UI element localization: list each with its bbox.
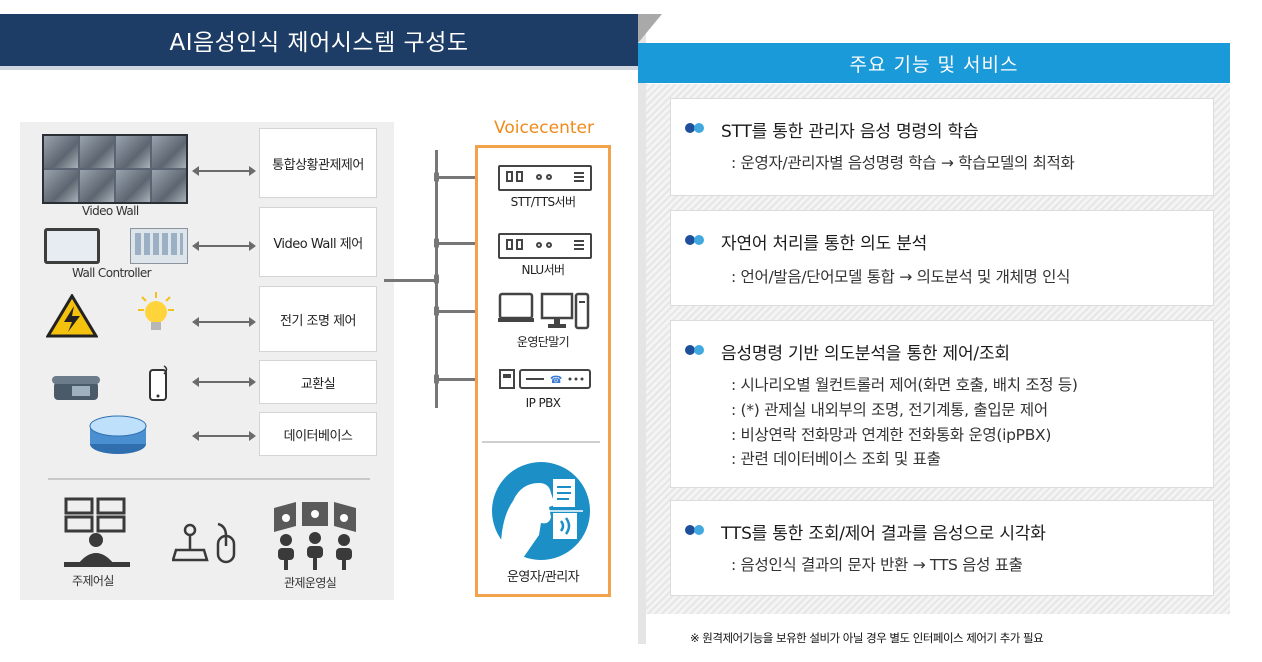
label-lighting-control: 전기 조명 제어 bbox=[259, 286, 377, 352]
bus-branch bbox=[436, 242, 476, 245]
service-card-title: STT를 통한 관리자 음성 명령의 학습 bbox=[721, 122, 979, 142]
service-card-title: TTS를 통한 조회/제어 결과를 음성으로 시각화 bbox=[721, 524, 1046, 544]
wall-controller-caption: Wall Controller bbox=[72, 266, 152, 280]
ip-pbx-caption: IP PBX bbox=[525, 396, 561, 410]
label-exchange-room: 교환실 bbox=[259, 360, 377, 404]
panel-separator bbox=[48, 478, 370, 480]
service-card: 음성명령 기반 의도분석을 통한 제어/조회 : 시나리오별 월컨트롤러 제어(… bbox=[670, 320, 1214, 488]
service-card: TTS를 통한 조회/제어 결과를 음성으로 시각화 : 음성인식 결과의 문자… bbox=[670, 500, 1214, 596]
bus-trunk-connector bbox=[384, 279, 436, 282]
services-title: 주요 기능 및 서비스 bbox=[849, 53, 1019, 76]
service-card-line: : 관련 데이터베이스 조회 및 표출 bbox=[731, 450, 941, 468]
operation-terminal-caption: 운영단말기 bbox=[516, 335, 570, 349]
footnote: ※ 원격제어기능을 보유한 설비가 아닐 경우 별도 인터페이스 제어기 추가 … bbox=[690, 631, 1044, 645]
desk-phone-icon bbox=[52, 376, 100, 400]
service-card: STT를 통한 관리자 음성 명령의 학습 : 운영자/관리자별 음성명령 학습… bbox=[670, 98, 1214, 196]
service-card-line: : 비상연락 전화망과 연계한 전화통화 운영(ipPBX) bbox=[731, 426, 1052, 444]
monitor-screen-icon bbox=[130, 228, 188, 264]
arrow-connector bbox=[192, 241, 256, 251]
database-icon bbox=[89, 415, 147, 454]
arrow-connector bbox=[192, 431, 256, 441]
video-wall-caption: Video Wall bbox=[82, 204, 139, 218]
voicecenter-title: Voicecenter bbox=[494, 118, 594, 138]
svg-text:☎: ☎ bbox=[550, 375, 562, 386]
bus-branch bbox=[436, 310, 476, 313]
arrow-connector bbox=[192, 377, 256, 387]
service-card-line: : 음성인식 결과의 문자 반환 → TTS 음성 표출 bbox=[731, 556, 1023, 574]
service-card-line: : (*) 관제실 내외부의 조명, 전기계통, 출입문 제어 bbox=[731, 401, 1048, 419]
left-title-banner: AI음성인식 제어시스템 구성도 bbox=[0, 14, 638, 66]
electric-warning-icon bbox=[46, 294, 98, 338]
service-card: 자연어 처리를 통한 의도 분석 : 언어/발음/단어모델 통합 → 의도분석 … bbox=[670, 210, 1214, 306]
label-database: 데이터베이스 bbox=[259, 412, 377, 456]
arrow-connector bbox=[192, 317, 256, 327]
operation-room-icon bbox=[274, 502, 356, 570]
terminal-icon bbox=[498, 292, 590, 330]
joystick-mouse-icon bbox=[172, 522, 236, 564]
services-title-banner: 주요 기능 및 서비스 bbox=[638, 43, 1230, 83]
service-card-title: 자연어 처리를 통한 의도 분석 bbox=[721, 234, 928, 254]
panel-divider bbox=[638, 14, 646, 644]
service-card-title: 음성명령 기반 의도분석을 통한 제어/조회 bbox=[721, 344, 1010, 364]
arrow-connector bbox=[192, 166, 256, 176]
bullet-icon bbox=[685, 525, 707, 535]
bus-branch bbox=[436, 176, 476, 179]
mobile-phone-icon bbox=[149, 365, 168, 401]
operator-speaking-icon bbox=[492, 462, 590, 561]
video-wall-icon bbox=[42, 134, 188, 204]
bullet-icon bbox=[685, 123, 707, 133]
server-icon bbox=[498, 233, 592, 259]
service-card-line: : 언어/발음/단어모델 통합 → 의도분석 및 개체명 인식 bbox=[731, 268, 1071, 286]
server-icon bbox=[498, 165, 592, 191]
bus-node bbox=[434, 274, 439, 284]
operator-caption: 운영자/관리자 bbox=[507, 570, 580, 585]
nlu-server-caption: NLU서버 bbox=[521, 263, 566, 277]
bus-branch bbox=[436, 378, 476, 381]
light-bulb-icon bbox=[138, 292, 174, 330]
tablet-icon bbox=[44, 228, 100, 264]
service-card-line: : 운영자/관리자별 음성명령 학습 → 학습모델의 최적화 bbox=[731, 154, 1075, 172]
service-card-line: : 시나리오별 월컨트롤러 제어(화면 호출, 배치 조정 등) bbox=[731, 376, 1078, 394]
fold-corner bbox=[638, 14, 662, 43]
operation-room-caption: 관제운영실 bbox=[284, 576, 337, 590]
label-integrated-control: 통합상황관제제어 bbox=[259, 128, 377, 198]
bullet-icon bbox=[685, 235, 707, 245]
control-room-caption: 주제어실 bbox=[72, 574, 114, 588]
stt-tts-server-caption: STT/TTS서버 bbox=[510, 195, 576, 209]
voicecenter-separator bbox=[482, 441, 600, 443]
left-title: AI음성인식 제어시스템 구성도 bbox=[169, 30, 469, 56]
left-title-shadow bbox=[0, 66, 638, 70]
label-video-wall-control: Video Wall 제어 bbox=[259, 207, 377, 277]
control-room-icon bbox=[64, 497, 130, 567]
ip-pbx-icon: ☎ bbox=[499, 369, 591, 389]
bullet-icon bbox=[685, 345, 707, 355]
